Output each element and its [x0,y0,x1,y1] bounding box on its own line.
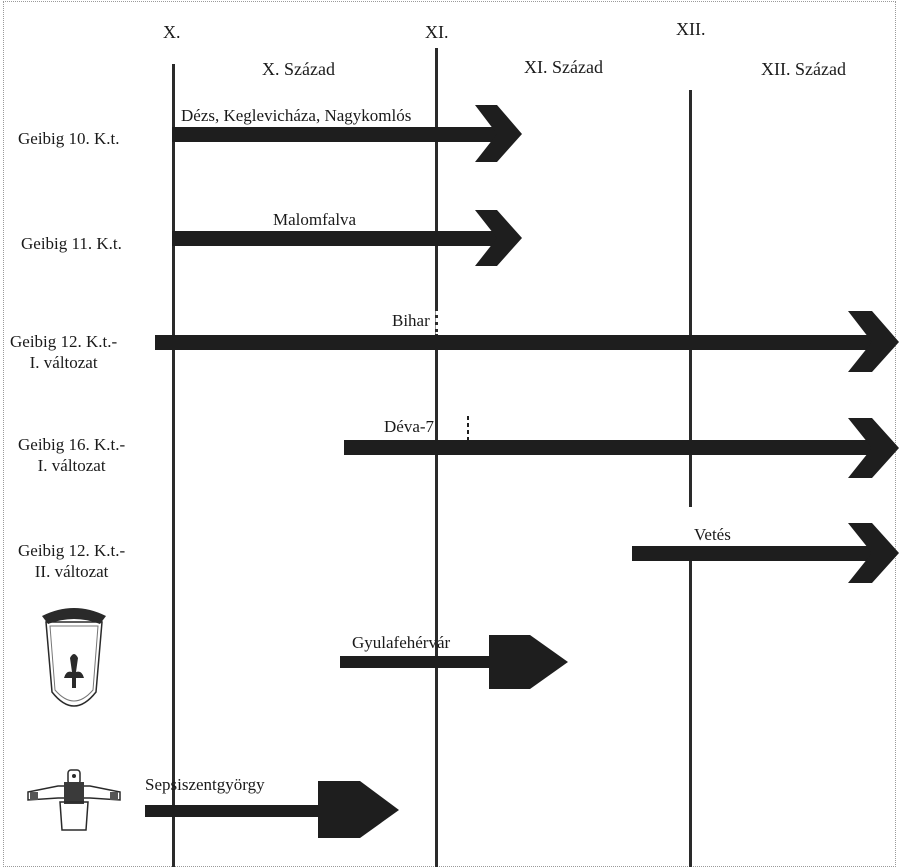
marker-xii: XII. [676,19,706,39]
boundary-line-x [172,64,175,867]
site-label-malomfalva: Malomfalva [273,210,357,229]
site-label-dezs: Dézs, Keglevicháza, Nagykomlós [181,106,414,126]
row-label-line: I. változat [29,353,98,372]
row-label-geibig-12-i: Geibig 12. K.t.- I. változat [10,331,118,373]
boundary-line-xii-upper [689,90,692,507]
row-label-line: Geibig 12. K.t.- [18,541,126,560]
row-label-geibig-12-ii: Geibig 12. K.t.- II. változat [18,540,125,582]
site-label-gyulafehervar: Gyulafehérvár [352,633,451,652]
row-label-geibig-16-i: Geibig 16. K.t.- I. változat [18,434,125,476]
crossguard-drawing-icon [27,769,121,831]
century-xii-label: XII. Század [761,59,846,79]
century-xi-label: XI. Század [524,57,603,77]
row-label-geibig-11: Geibig 11. K.t. [21,233,122,254]
sword-guard-drawing-icon [42,608,106,707]
boundary-line-xii-lower [689,547,692,867]
arrow-geibig-12-ii [632,523,899,583]
row-label-line: II. változat [34,562,109,581]
row-label-line: Geibig 10. K.t. [18,129,120,148]
marker-xi: XI. [425,22,449,42]
site-label-sepsiszentgyorgy: Sepsiszentgyörgy [145,775,265,794]
row-label-line: Geibig 12. K.t.- [10,331,118,352]
row-label-line: Geibig 16. K.t.- [18,435,126,454]
site-label-bihar: Bihar [392,311,430,330]
site-label-deva: Déva-7 [384,417,435,436]
arrow-geibig-11 [172,210,522,266]
arrow-geibig-16-i [344,418,899,478]
arrow-sepsiszentgyorgy [145,781,399,838]
arrow-geibig-10 [172,105,522,162]
marker-x: X. [163,22,181,42]
arrow-geibig-12-i [155,311,899,372]
site-label-vetes: Vetés [694,525,731,544]
row-label-geibig-10: Geibig 10. K.t. [18,128,120,149]
boundary-line-xi [435,48,438,867]
century-x-label: X. Század [262,59,335,79]
row-label-line: Geibig 11. K.t. [21,234,122,253]
row-label-line: I. változat [37,456,106,475]
arrow-gyulafehervar [340,635,568,689]
